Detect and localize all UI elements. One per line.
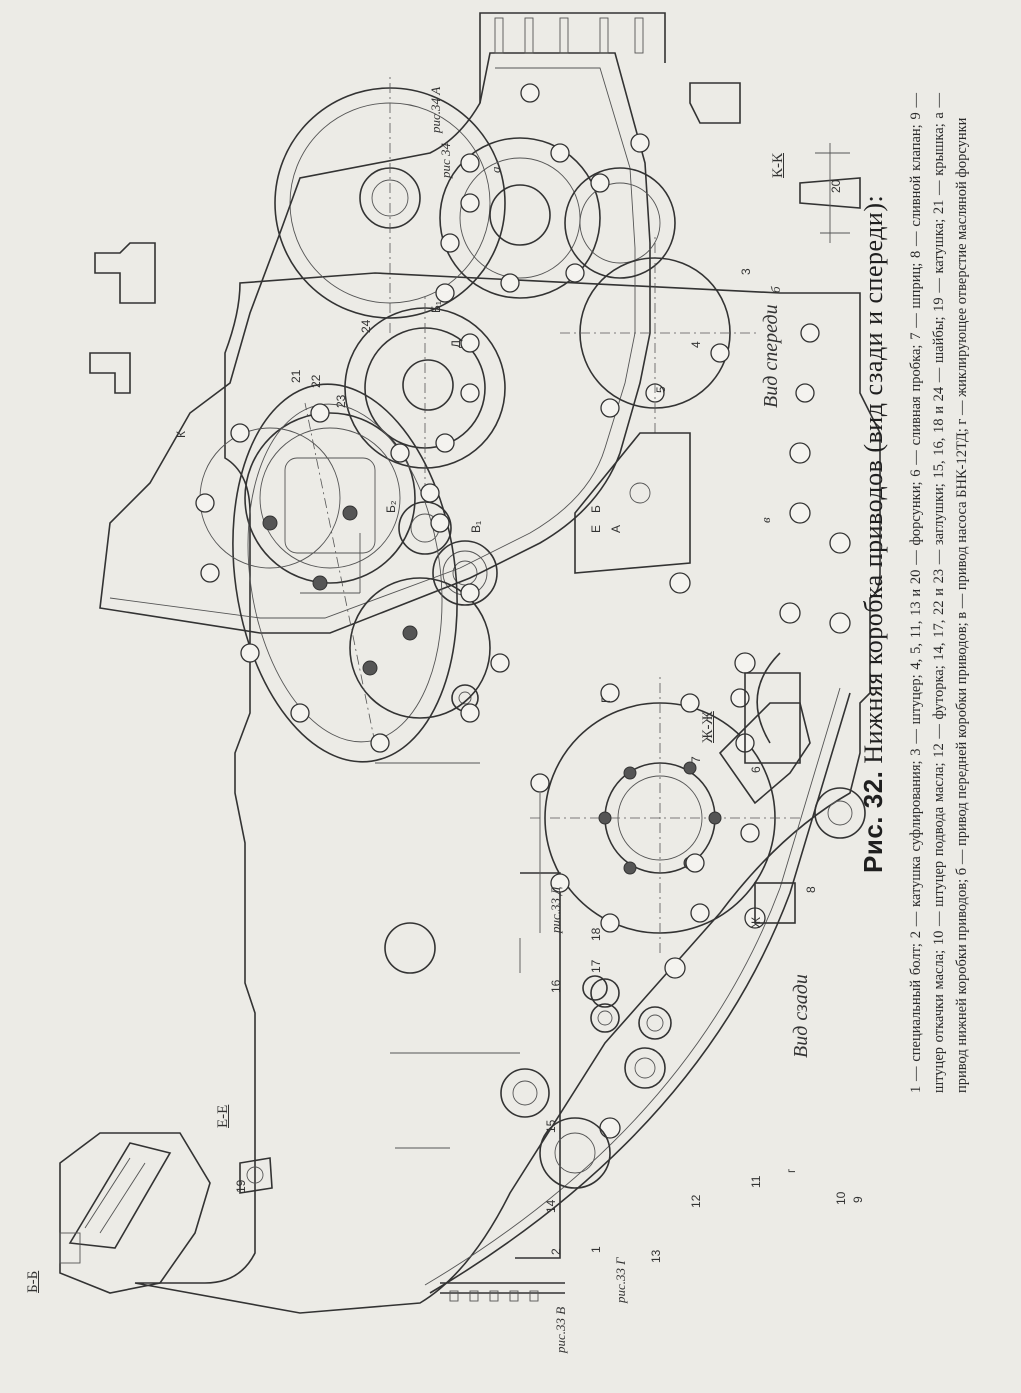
label-ris33d: рис.33 Д (548, 886, 563, 934)
label-17: 17 (589, 959, 603, 973)
label-16: 16 (549, 979, 563, 993)
label-9: 9 (851, 1196, 865, 1203)
label-v-front: в (758, 517, 773, 523)
label-8: 8 (804, 886, 818, 893)
label-v1: В₁ (469, 521, 483, 533)
top-studs (494, 17, 644, 54)
label-ris34a: рис.34 А (428, 87, 443, 134)
bottom-studs (449, 1290, 539, 1302)
label-b: Б (589, 505, 603, 513)
edge-bolts (599, 323, 851, 1139)
figure-number: Рис. 32. (858, 770, 888, 873)
label-4: 4 (689, 341, 703, 348)
label-ris33v: рис.33 В (553, 1307, 568, 1354)
label-5: 5 (654, 386, 668, 393)
section-bb-drawing (59, 1132, 211, 1294)
label-ris33g: рис.33 Г (613, 1257, 628, 1304)
label-g: Г (599, 696, 613, 703)
front-view-drawing (89, 12, 861, 763)
section-ee-drawing (239, 1157, 273, 1194)
label-a-front: а (488, 166, 503, 173)
section-ee-label: Е-Е (215, 1104, 231, 1128)
ellipse-bolts (195, 403, 510, 753)
figure-caption-title: Рис. 32. Нижняя коробка приводов (вид сз… (858, 113, 889, 873)
label-24: 24 (359, 319, 373, 333)
label-23: 23 (334, 394, 348, 408)
section-zhzh-label: Ж-Ж (700, 711, 716, 743)
label-20: 20 (829, 179, 843, 193)
label-22: 22 (309, 374, 323, 388)
label-e: Е (589, 525, 603, 533)
label-14: 14 (544, 1199, 558, 1213)
label-18: 18 (589, 927, 603, 941)
label-10: 10 (834, 1191, 848, 1205)
label-7: 7 (689, 756, 703, 763)
label-21: 21 (289, 369, 303, 383)
label-ris34: рис 34 (438, 142, 453, 179)
figure-title: Нижняя коробка приводов (вид сзади и спе… (859, 194, 888, 764)
front-view-title: Вид спереди (760, 304, 782, 408)
label-19: 19 (234, 1179, 248, 1193)
label-gsmall: г (784, 1168, 798, 1173)
rear-view-title: Вид сзади (790, 974, 812, 1058)
label-6-front: 6 (749, 766, 763, 773)
label-15: 15 (544, 1119, 558, 1133)
label-a: А (609, 525, 623, 533)
rear-view-labels: 1 2 3 4 5 7 8 9 10 11 12 13 14 15 16 17 … (234, 87, 865, 1354)
rear-view-drawing (94, 73, 881, 1314)
section-bb-label: Б-Б (25, 1270, 41, 1293)
section-kk-label: К-К (770, 152, 786, 178)
front-view-labels: 20 21 22 23 24 6 К а б в (174, 166, 843, 773)
label-b-front: б (768, 286, 783, 293)
front-bolts (420, 83, 730, 503)
label-1: 1 (589, 1246, 603, 1253)
label-13: 13 (649, 1249, 663, 1263)
label-3: 3 (739, 268, 753, 275)
label-zh: Ж (749, 917, 763, 928)
label-d: Д (449, 340, 463, 348)
outer-bolts (530, 683, 760, 933)
label-k: К (174, 431, 188, 438)
label-12: 12 (689, 1194, 703, 1208)
label-11: 11 (749, 1175, 763, 1188)
label-b2: Б₂ (384, 500, 398, 513)
figure-legend: 1 — специальный болт; 2 — катушка суфлир… (908, 93, 970, 1093)
label-2: 2 (549, 1248, 563, 1255)
label-b1: Б₁ (429, 301, 443, 313)
